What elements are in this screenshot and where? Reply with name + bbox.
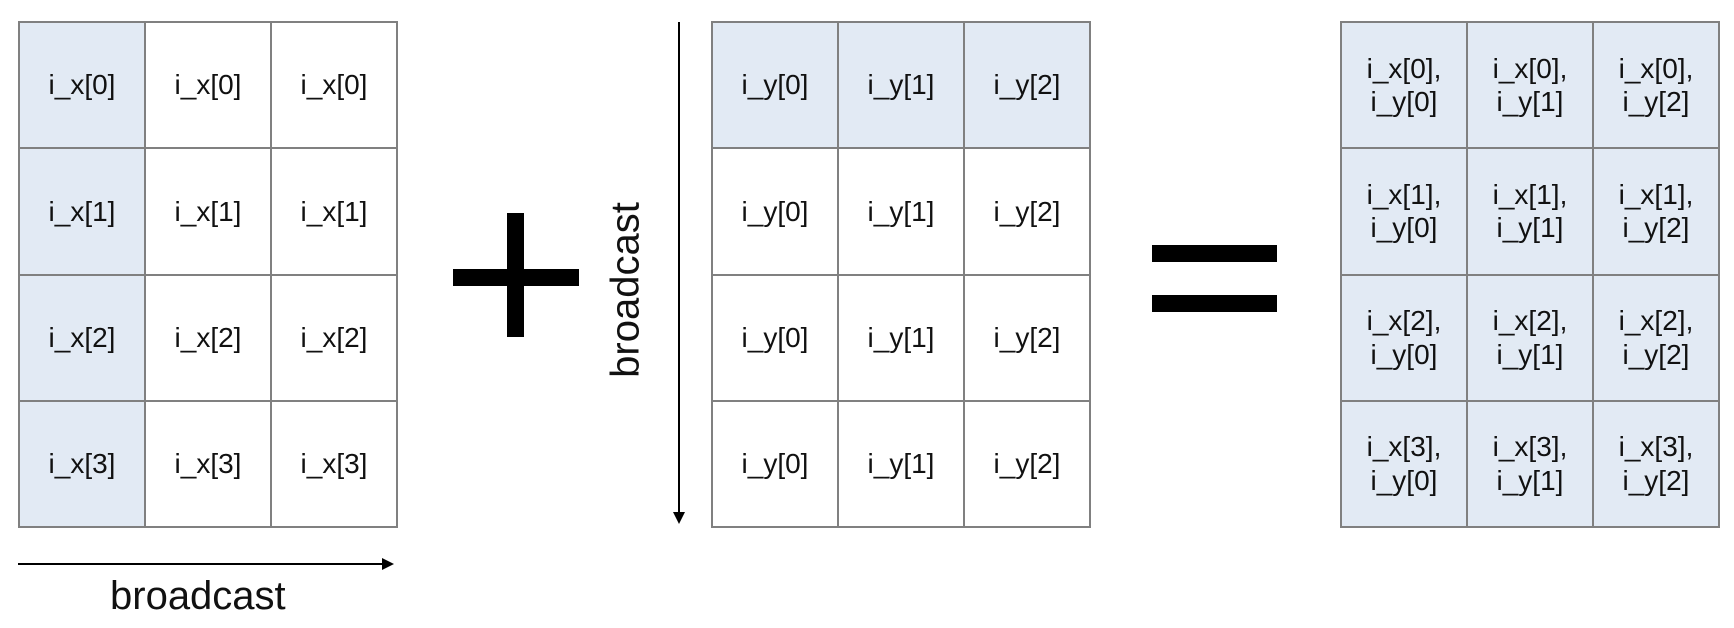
grid-cell: i_x[0] — [19, 22, 145, 149]
matrix-ix-broadcast: i_x[0]i_x[0]i_x[0]i_x[1]i_x[1]i_x[1]i_x[… — [18, 21, 398, 528]
grid-cell: i_x[1], i_y[1] — [1467, 148, 1593, 275]
grid-cell: i_y[2] — [964, 400, 1090, 527]
grid-cell: i_y[2] — [964, 274, 1090, 401]
grid-cell: i_y[0] — [712, 274, 838, 401]
grid-cell: i_y[1] — [838, 22, 964, 149]
grid-cell: i_x[3], i_y[1] — [1467, 400, 1593, 527]
grid-cell: i_x[0], i_y[1] — [1467, 22, 1593, 149]
grid-cell: i_y[1] — [838, 400, 964, 527]
equals-icon — [1152, 245, 1277, 312]
grid-cell: i_y[0] — [712, 22, 838, 149]
grid-cell: i_x[2], i_y[1] — [1467, 274, 1593, 401]
broadcast-label-vertical: broadcast — [603, 202, 648, 378]
grid-cell: i_x[3], i_y[0] — [1341, 400, 1467, 527]
grid-cell: i_x[0], i_y[0] — [1341, 22, 1467, 149]
broadcast-label-horizontal: broadcast — [110, 574, 286, 618]
grid-cell: i_x[2], i_y[0] — [1341, 274, 1467, 401]
grid-cell: i_y[0] — [712, 400, 838, 527]
grid-cell: i_x[3] — [271, 400, 397, 527]
grid-cell: i_x[2] — [145, 274, 271, 401]
grid-cell: i_x[1], i_y[2] — [1593, 148, 1719, 275]
grid-cell: i_x[3] — [145, 400, 271, 527]
grid-cell: i_x[0] — [145, 22, 271, 149]
grid-cell: i_y[0] — [712, 148, 838, 275]
matrix-result: i_x[0], i_y[0]i_x[0], i_y[1]i_x[0], i_y[… — [1340, 21, 1720, 528]
grid-cell: i_y[2] — [964, 22, 1090, 149]
grid-cell: i_x[1], i_y[0] — [1341, 148, 1467, 275]
grid-cell: i_y[1] — [838, 274, 964, 401]
grid-cell: i_x[1] — [19, 148, 145, 275]
grid-cell: i_x[0], i_y[2] — [1593, 22, 1719, 149]
grid-cell: i_x[3] — [19, 400, 145, 527]
grid-cell: i_y[1] — [838, 148, 964, 275]
grid-cell: i_x[2] — [19, 274, 145, 401]
grid-cell: i_x[1] — [271, 148, 397, 275]
grid-cell: i_x[3], i_y[2] — [1593, 400, 1719, 527]
matrix-iy-broadcast: i_y[0]i_y[1]i_y[2]i_y[0]i_y[1]i_y[2]i_y[… — [711, 21, 1091, 528]
grid-cell: i_x[2] — [271, 274, 397, 401]
plus-icon — [453, 213, 579, 337]
grid-cell: i_y[2] — [964, 148, 1090, 275]
grid-cell: i_x[1] — [145, 148, 271, 275]
grid-cell: i_x[0] — [271, 22, 397, 149]
grid-cell: i_x[2], i_y[2] — [1593, 274, 1719, 401]
